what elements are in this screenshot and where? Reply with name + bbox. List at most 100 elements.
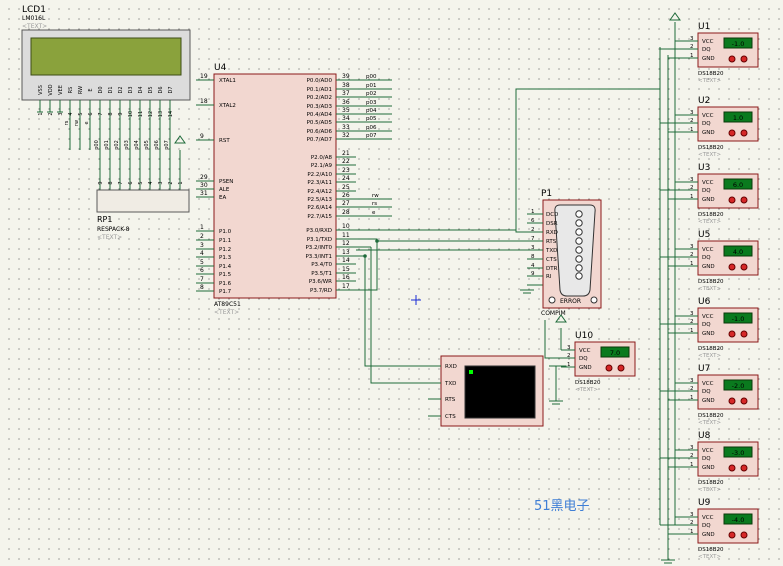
mcu-pin-name: XTAL2	[219, 103, 236, 109]
sensor-pin-num: 3	[690, 36, 694, 42]
p1-pin-num: 8	[531, 254, 535, 260]
mcu-pin-num: 11	[342, 232, 350, 239]
lcd-pin-num: 2	[48, 112, 54, 115]
mcu-pin-name: P1.2	[219, 247, 231, 253]
sensor-pin-num: 1	[690, 261, 694, 267]
rp1-ref: RP1	[97, 215, 112, 224]
txd-wire	[356, 238, 527, 242]
mcu-pin-name: P2.3/A11	[307, 180, 332, 186]
dq-wire	[544, 320, 561, 359]
sensor-model: DS18B20	[698, 279, 724, 285]
mcu-pin-name: P3.0/RXD	[306, 228, 332, 234]
sensor-button-icon[interactable]	[728, 129, 736, 137]
sensor-button-icon[interactable]	[740, 55, 748, 63]
sensor-pin-name: DQ	[702, 121, 711, 127]
rp1-text-label: <TEXT>	[97, 234, 122, 241]
sensor-pin-num: 2	[690, 252, 694, 258]
sensor-pin-name: DQ	[702, 255, 711, 261]
sensor-button-icon[interactable]	[728, 464, 736, 472]
sensor-button-icon[interactable]	[728, 531, 736, 539]
lcd-pin-num: 12	[148, 111, 154, 117]
p2-net-label: e	[372, 210, 376, 216]
sensor-button-icon[interactable]	[740, 196, 748, 204]
terminal-txd-wire	[370, 247, 441, 384]
sensor-ref: U8	[698, 431, 711, 441]
p0-net-label: p01	[366, 83, 377, 89]
lcd-net-label: rs	[64, 120, 70, 125]
mcu-pin-num: 38	[342, 82, 350, 89]
lcd-pin-num: 5	[78, 112, 84, 115]
mcu-at89c51[interactable]: U4AT89C51<TEXT>19XTAL118XTAL29RST29PSEN3…	[196, 63, 379, 316]
sensor-pin-name: GND	[702, 56, 715, 62]
sensor-pin-name: GND	[702, 532, 715, 538]
mcu-pin-name: P1.7	[219, 289, 232, 295]
mcu-pin-num: 15	[342, 266, 350, 273]
lcd-lm016l[interactable]: LCD1LM016L<TEXT>VSS1VDD2VEE3RS4RW5E6D07D…	[21, 5, 191, 150]
watermark: 51黑电子	[534, 499, 590, 514]
sensor-pin-num: 2	[690, 386, 694, 392]
terminal-pin-name: TXD	[444, 381, 456, 387]
sensor-button-icon[interactable]	[605, 364, 613, 372]
sensor-model: DS18B20	[698, 413, 724, 419]
p1-error-label: ERROR	[560, 298, 581, 305]
sensor-ref: U2	[698, 96, 710, 106]
sensor-ref: U7	[698, 364, 710, 374]
mcu-pin-num: 13	[342, 249, 350, 256]
sensor-pin-num: 2	[690, 453, 694, 459]
sensor-pin-num: 1	[690, 529, 694, 535]
mcu-pin-num: 8	[200, 284, 204, 291]
sensor-display	[723, 111, 753, 123]
mcu-pin-num: 26	[342, 192, 350, 199]
mcu-pin-name: P1.5	[219, 272, 232, 278]
sensor-button-icon[interactable]	[740, 263, 748, 271]
mcu-pin-num: 29	[200, 174, 208, 181]
sensor-button-icon[interactable]	[740, 397, 748, 405]
lcd-net-label: p00	[94, 140, 100, 150]
lcd-pin-name: RS	[68, 87, 74, 94]
mcu-pin-name: P1.1	[219, 238, 231, 244]
sensor-text-label: <TEXT>	[698, 78, 721, 84]
sensor-text-label: <TEXT>	[698, 487, 721, 493]
sensor-button-icon[interactable]	[728, 397, 736, 405]
lcd-pin-name: VSS	[38, 85, 44, 95]
sensor-button-icon[interactable]	[740, 129, 748, 137]
p2-net-label: rw	[372, 193, 379, 199]
sensor-model: DS18B20	[698, 71, 724, 77]
mcu-pin-num: 27	[342, 200, 350, 207]
sensor-button-icon[interactable]	[728, 55, 736, 63]
sensor-button-icon[interactable]	[617, 364, 625, 372]
mcu-pin-name: P3.6/WR	[309, 279, 332, 285]
sensor-model: DS18B20	[698, 480, 724, 486]
mcu-pin-num: 37	[342, 90, 350, 97]
junction-dot	[363, 254, 367, 258]
lcd-pin-num: 13	[158, 111, 164, 117]
sensor-pin-name: VCC	[702, 39, 714, 45]
sensor-button-icon[interactable]	[740, 330, 748, 338]
sensor-button-icon[interactable]	[728, 330, 736, 338]
sensor-button-icon[interactable]	[740, 464, 748, 472]
sensor-pin-name: VCC	[702, 180, 714, 186]
lcd-pin-num: 7	[98, 112, 104, 115]
lcd-net-label: p05	[144, 140, 150, 150]
sensor-ref: U5	[698, 230, 710, 240]
mcu-pin-num: 14	[342, 257, 350, 264]
mcu-pin-num: 10	[342, 223, 350, 230]
sensor-pin-num: 1	[690, 328, 694, 334]
sensor-button-icon[interactable]	[740, 531, 748, 539]
sensor-button-icon[interactable]	[728, 196, 736, 204]
db9-pin-icon	[575, 219, 583, 227]
sensor-button-icon[interactable]	[728, 263, 736, 271]
